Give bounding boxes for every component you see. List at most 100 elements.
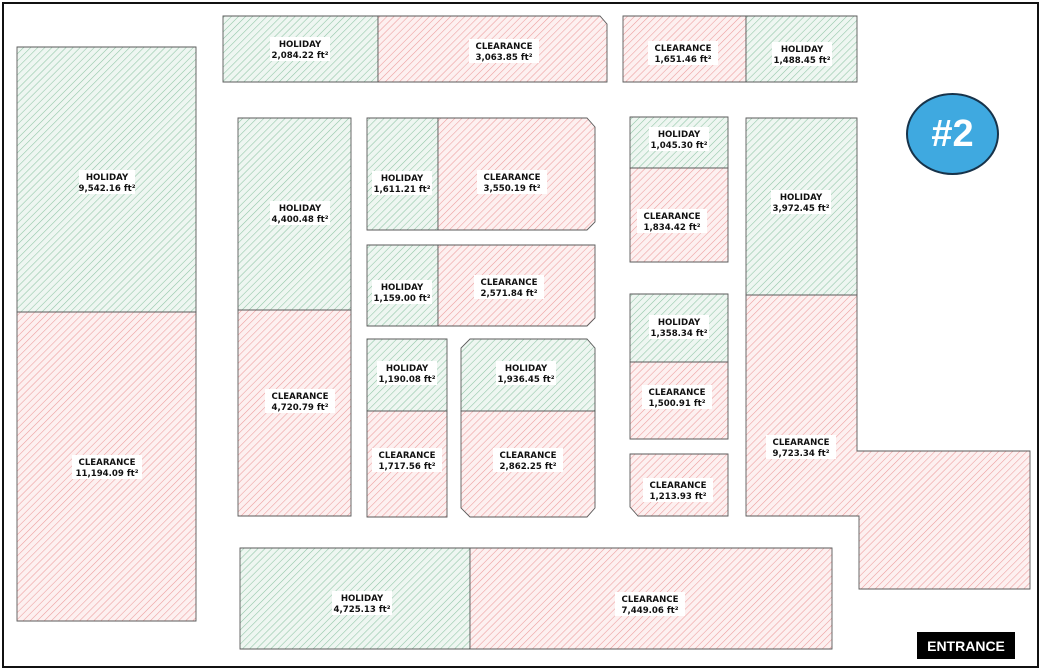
zone-clearance[interactable]: CLEARANCE 11,194.09 ft² <box>16 311 197 622</box>
zone-area: 3,063.85 ft² <box>475 53 532 63</box>
zone-clearance[interactable]: CLEARANCE 7,449.06 ft² <box>469 547 833 650</box>
zone-area: 4,400.48 ft² <box>271 215 328 225</box>
zone-holiday[interactable]: HOLIDAY 4,400.48 ft² <box>237 117 352 311</box>
label-background <box>72 455 142 479</box>
label-background <box>496 361 556 385</box>
zone-holiday[interactable]: HOLIDAY 1,045.30 ft² <box>629 116 729 169</box>
zone-name: HOLIDAY <box>780 193 823 203</box>
map-number-badge: #2 <box>906 93 999 175</box>
zone-clearance[interactable]: CLEARANCE 3,063.85 ft² <box>377 15 608 83</box>
label-background <box>372 448 442 472</box>
zone-name: CLEARANCE <box>484 173 541 183</box>
zone-name: HOLIDAY <box>341 594 384 604</box>
zone-area: 1,213.93 ft² <box>649 492 706 502</box>
zone-holiday[interactable]: HOLIDAY 2,084.22 ft² <box>222 15 379 83</box>
zone-area: 1,611.21 ft² <box>373 185 430 195</box>
zone-name: HOLIDAY <box>86 173 129 183</box>
zone-area: 1,190.08 ft² <box>378 375 435 385</box>
zone-holiday[interactable]: HOLIDAY 3,972.45 ft² <box>745 117 858 296</box>
zone-clearance[interactable]: CLEARANCE 1,213.93 ft² <box>629 453 729 517</box>
label-background <box>648 41 718 65</box>
label-background <box>469 39 539 63</box>
zone-area: 1,358.34 ft² <box>650 329 707 339</box>
zone-area: 2,571.84 ft² <box>480 289 537 299</box>
zone-area: 2,084.22 ft² <box>271 51 328 61</box>
zone-area: 1,651.46 ft² <box>654 55 711 65</box>
zone-holiday[interactable]: HOLIDAY 1,488.45 ft² <box>745 15 858 83</box>
label-background <box>615 592 685 616</box>
zone-name: HOLIDAY <box>658 130 701 140</box>
label-background <box>642 385 712 409</box>
zone-name: HOLIDAY <box>279 204 322 214</box>
zone-area: 2,862.25 ft² <box>499 462 556 472</box>
label-background <box>643 478 713 502</box>
label-background <box>766 435 836 459</box>
zone-holiday[interactable]: HOLIDAY 4,725.13 ft² <box>239 547 471 650</box>
zone-clearance[interactable]: CLEARANCE 2,571.84 ft² <box>437 244 596 327</box>
zone-name: CLEARANCE <box>500 451 557 461</box>
zone-shape <box>745 294 1031 590</box>
zone-name: HOLIDAY <box>505 364 548 374</box>
label-background <box>372 280 432 304</box>
zone-clearance[interactable]: CLEARANCE 1,717.56 ft² <box>366 410 448 518</box>
zone-name: HOLIDAY <box>386 364 429 374</box>
zone-clearance[interactable]: CLEARANCE 3,550.19 ft² <box>437 117 596 231</box>
zone-area: 1,488.45 ft² <box>773 56 830 66</box>
zone-name: HOLIDAY <box>279 40 322 50</box>
zone-clearance[interactable]: CLEARANCE 4,720.79 ft² <box>237 309 352 517</box>
label-background <box>270 201 330 225</box>
zone-clearance[interactable]: CLEARANCE 1,651.46 ft² <box>622 15 747 83</box>
zone-area: 4,720.79 ft² <box>271 403 328 413</box>
zone-holiday[interactable]: HOLIDAY 1,611.21 ft² <box>366 117 439 231</box>
label-background <box>270 37 330 61</box>
entrance-label: ENTRANCE <box>917 632 1015 659</box>
zone-area: 1,045.30 ft² <box>650 141 707 151</box>
zone-holiday[interactable]: HOLIDAY 1,159.00 ft² <box>366 244 439 327</box>
zone-area: 1,159.00 ft² <box>373 294 430 304</box>
zone-name: CLEARANCE <box>79 458 136 468</box>
label-background <box>649 127 709 151</box>
zone-name: CLEARANCE <box>272 392 329 402</box>
zone-name: CLEARANCE <box>655 44 712 54</box>
label-background <box>474 275 544 299</box>
zone-area: 7,449.06 ft² <box>621 606 678 616</box>
zone-name: CLEARANCE <box>476 42 533 52</box>
zone-clearance[interactable]: CLEARANCE 2,862.25 ft² <box>460 410 596 518</box>
zone-clearance[interactable]: CLEARANCE 1,500.91 ft² <box>629 361 729 440</box>
label-background <box>493 448 563 472</box>
label-background <box>372 171 432 195</box>
label-background <box>332 591 392 615</box>
zone-holiday[interactable]: HOLIDAY 9,542.16 ft² <box>16 46 197 313</box>
zone-holiday[interactable]: HOLIDAY 1,358.34 ft² <box>629 293 729 363</box>
label-background <box>771 190 831 214</box>
zone-area: 9,542.16 ft² <box>78 184 135 194</box>
zone-area: 1,717.56 ft² <box>378 462 435 472</box>
zone-area: 11,194.09 ft² <box>76 469 139 479</box>
zone-name: CLEARANCE <box>650 481 707 491</box>
label-background <box>637 209 707 233</box>
zone-area: 1,834.42 ft² <box>643 223 700 233</box>
zone-clearance[interactable]: CLEARANCE 9,723.34 ft² <box>745 294 1031 590</box>
label-background <box>649 315 709 339</box>
zone-name: CLEARANCE <box>649 388 706 398</box>
label-background <box>477 170 547 194</box>
zone-name: CLEARANCE <box>481 278 538 288</box>
zone-name: HOLIDAY <box>658 318 701 328</box>
zone-area: 4,725.13 ft² <box>333 605 390 615</box>
zone-area: 9,723.34 ft² <box>772 449 829 459</box>
zone-area: 1,500.91 ft² <box>648 399 705 409</box>
zone-holiday[interactable]: HOLIDAY 1,936.45 ft² <box>460 338 596 412</box>
zone-holiday[interactable]: HOLIDAY 1,190.08 ft² <box>366 338 448 412</box>
zone-name: HOLIDAY <box>381 283 424 293</box>
zone-name: CLEARANCE <box>379 451 436 461</box>
zone-area: 1,936.45 ft² <box>497 375 554 385</box>
zone-name: HOLIDAY <box>781 45 824 55</box>
zone-clearance[interactable]: CLEARANCE 1,834.42 ft² <box>629 167 729 263</box>
zone-name: CLEARANCE <box>773 438 830 448</box>
zone-area: 3,972.45 ft² <box>772 204 829 214</box>
label-background <box>772 42 832 66</box>
label-background <box>377 361 437 385</box>
zone-area: 3,550.19 ft² <box>483 184 540 194</box>
